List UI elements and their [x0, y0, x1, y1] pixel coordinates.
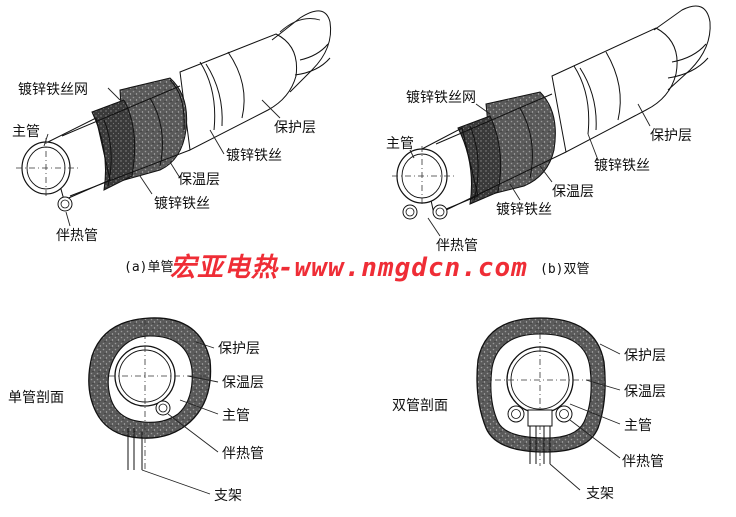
- leader-ss-main: [179, 399, 219, 415]
- pipe-b-tail: [653, 5, 711, 91]
- pipe-a-tail: [271, 10, 332, 93]
- wire-band-b2: [519, 107, 533, 179]
- insulation-layer-b: [457, 91, 556, 205]
- section-double: 双管剖面 保护层 保温层 主管 伴热管 支架: [392, 317, 666, 502]
- figure-b-double-pipe: 镀锌铁丝网 主管 保护层 镀锌铁丝 保温层 镀锌铁丝 伴热管 (b)双管: [386, 5, 711, 277]
- leader-a-tracing: [65, 211, 71, 227]
- label-a-wire-1: 镀锌铁丝: [226, 147, 282, 164]
- tracing-pipe-a: [57, 196, 73, 212]
- leader-sd-protect: [599, 343, 621, 355]
- leader-ss-support: [141, 469, 211, 495]
- watermark: 宏亚电热-www.nmgdcn.com: [170, 253, 528, 283]
- label-a-wire-mesh: 镀锌铁丝网: [18, 81, 88, 98]
- leader-b-insul: [539, 165, 553, 183]
- label-sd-support: 支架: [586, 486, 614, 502]
- label-b-insulation-layer: 保温层: [552, 184, 594, 200]
- wire-band-b1: [469, 125, 479, 201]
- label-b-wire-mesh: 镀锌铁丝网: [406, 89, 476, 106]
- leader-a-main: [43, 133, 49, 147]
- leader-b-protect: [637, 103, 651, 127]
- leader-b-tracing: [427, 217, 441, 237]
- leader-b-main: [409, 149, 415, 159]
- label-b-main-pipe: 主管: [386, 136, 414, 152]
- pipe-end-a: [16, 138, 80, 198]
- leader-ss-tracing: [167, 413, 219, 453]
- tracing-pipes-b: [402, 204, 448, 220]
- label-sd-insulation-layer: 保温层: [624, 384, 666, 400]
- label-b-protective-layer: 保护层: [650, 128, 692, 144]
- wire-band-a1: [103, 119, 112, 187]
- section-double-support: [527, 409, 553, 464]
- leader-b-wire1: [587, 133, 599, 161]
- section-single-title: 单管剖面: [8, 390, 64, 406]
- protective-layer-a: [179, 33, 298, 151]
- protective-layer-b: [551, 27, 678, 153]
- label-ss-main-pipe: 主管: [222, 408, 250, 424]
- leader-a-protect: [261, 99, 281, 119]
- label-a-main-pipe: 主管: [12, 124, 40, 140]
- label-a-wire-2: 镀锌铁丝: [154, 195, 210, 212]
- pipe-end-b: [392, 146, 456, 206]
- leader-sd-insul: [585, 379, 621, 391]
- caption-b: (b)双管: [540, 262, 589, 277]
- leader-sd-main: [569, 403, 621, 425]
- section-single-support: [127, 428, 143, 470]
- section-double-tracing-pipe-right-inner: [559, 409, 569, 419]
- label-ss-support: 支架: [214, 488, 242, 504]
- label-b-wire-1: 镀锌铁丝: [594, 157, 650, 174]
- leader-ss-protect: [195, 341, 215, 349]
- label-a-tracing-pipe: 伴热管: [56, 228, 98, 244]
- section-double-title: 双管剖面: [392, 398, 448, 414]
- label-a-protective-layer: 保护层: [274, 120, 316, 136]
- caption-a: (a)单管: [124, 260, 173, 275]
- label-a-insulation-layer: 保温层: [178, 172, 220, 188]
- label-sd-main-pipe: 主管: [624, 418, 652, 434]
- section-double-tracing-pipe-left: [507, 405, 525, 423]
- label-b-tracing-pipe: 伴热管: [436, 238, 478, 254]
- wire-band-a2: [149, 97, 163, 167]
- leader-a-insul: [169, 161, 181, 179]
- section-double-tracing-pipe-left-inner: [511, 409, 521, 419]
- section-double-tracing-pipe-right: [555, 405, 573, 423]
- leader-b-wire2: [509, 183, 521, 201]
- label-ss-tracing-pipe: 伴热管: [222, 446, 264, 462]
- label-sd-protective-layer: 保护层: [624, 348, 666, 364]
- leader-b-mesh: [475, 103, 491, 115]
- leader-a-wire2: [139, 175, 153, 195]
- label-ss-protective-layer: 保护层: [218, 341, 260, 357]
- leader-a-mesh: [107, 87, 121, 101]
- label-b-wire-2: 镀锌铁丝: [496, 201, 552, 218]
- section-single: 单管剖面 保护层 保温层 主管 伴热管 支架: [8, 317, 264, 504]
- insulation-layer-a: [91, 77, 188, 191]
- leader-a-wire1: [209, 129, 225, 155]
- section-single-tracing-pipe-inner: [158, 403, 168, 413]
- label-sd-tracing-pipe: 伴热管: [622, 454, 664, 470]
- label-ss-insulation-layer: 保温层: [222, 375, 264, 391]
- figure-a-single-pipe: 镀锌铁丝网 主管 保护层 镀锌铁丝 保温层 镀锌铁丝 伴热管 (a)单管: [12, 10, 332, 275]
- leader-sd-support: [549, 463, 581, 491]
- leader-sd-tracing: [569, 419, 621, 459]
- leader-ss-insul: [187, 375, 219, 383]
- section-single-tracing-pipe: [155, 400, 171, 416]
